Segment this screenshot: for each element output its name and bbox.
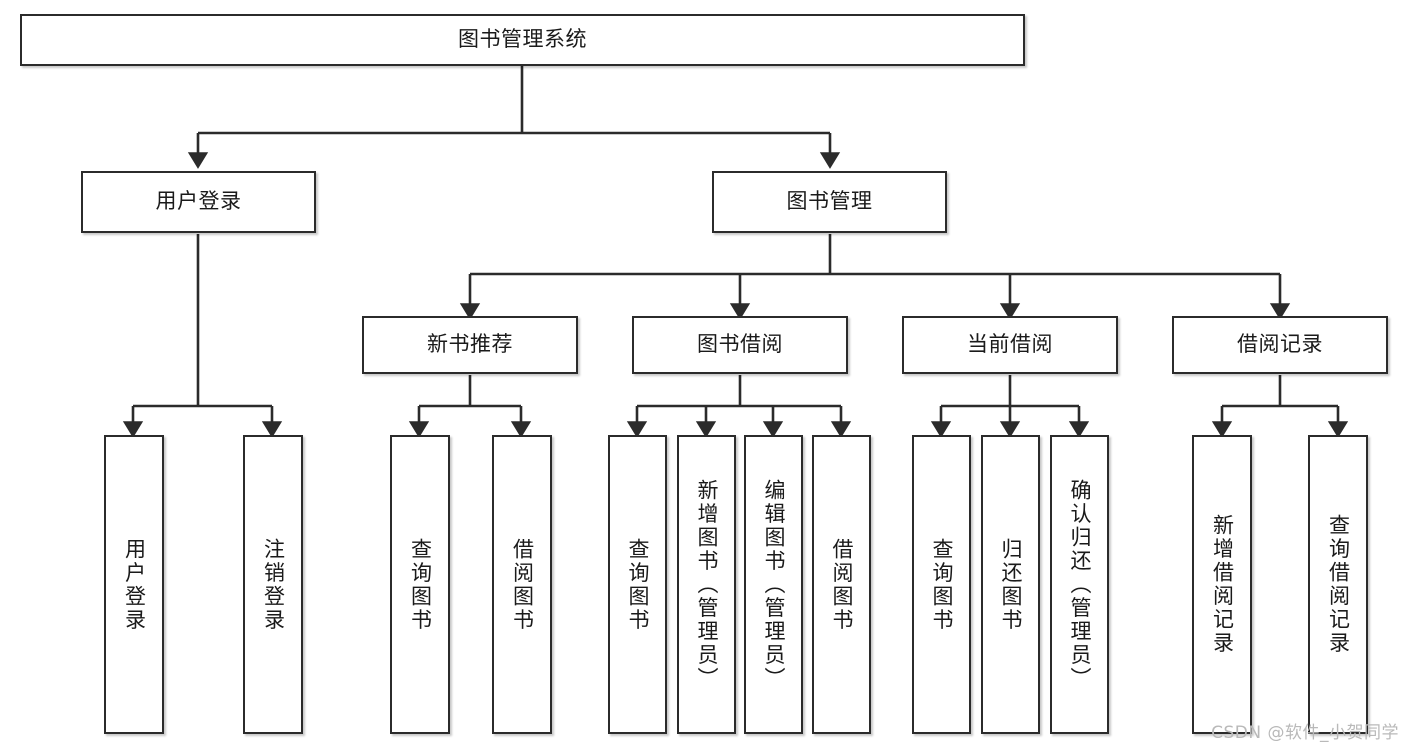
leaf-book-borrow-borrow[interactable]: 借阅图书 [812,435,871,734]
node-label: 借阅图书 [510,537,535,632]
node-label: 查询图书 [626,537,650,632]
node-label: 用户登录 [122,537,147,632]
node-book-borrow[interactable]: 图书借阅 [632,316,848,374]
node-label: 编辑图书（管理员） [762,478,786,691]
node-label: 新增借阅记录 [1210,514,1235,655]
leaf-new-book-borrow[interactable]: 借阅图书 [492,435,552,734]
node-label: 图书借阅 [697,332,783,357]
node-label: 借阅记录 [1237,332,1323,357]
node-label: 新书推荐 [427,332,513,357]
node-label: 新增图书（管理员） [695,478,719,691]
leaf-current-borrow-confirm-return[interactable]: 确认归还（管理员） [1050,435,1109,734]
node-root-system[interactable]: 图书管理系统 [20,14,1025,66]
leaf-user-login-login[interactable]: 用户登录 [104,435,164,734]
node-book-management[interactable]: 图书管理 [712,171,947,233]
node-label: 当前借阅 [967,332,1053,357]
leaf-user-login-logout[interactable]: 注销登录 [243,435,303,734]
node-label: 用户登录 [155,189,242,214]
node-borrow-record[interactable]: 借阅记录 [1172,316,1388,374]
leaf-book-borrow-edit[interactable]: 编辑图书（管理员） [744,435,803,734]
node-new-book-recommend[interactable]: 新书推荐 [362,316,578,374]
node-current-borrow[interactable]: 当前借阅 [902,316,1118,374]
node-label: 图书管理系统 [458,27,587,52]
node-label: 查询图书 [930,537,954,632]
node-label: 归还图书 [999,537,1023,632]
node-label: 图书管理 [786,189,873,214]
leaf-book-borrow-query[interactable]: 查询图书 [608,435,667,734]
leaf-book-borrow-add[interactable]: 新增图书（管理员） [677,435,736,734]
leaf-borrow-record-add[interactable]: 新增借阅记录 [1192,435,1252,734]
node-label: 确认归还（管理员） [1068,478,1092,691]
leaf-current-borrow-return[interactable]: 归还图书 [981,435,1040,734]
node-user-login[interactable]: 用户登录 [81,171,316,233]
leaf-current-borrow-query[interactable]: 查询图书 [912,435,971,734]
node-label: 注销登录 [261,537,286,632]
watermark-csdn: CSDN @软件_小贺同学 [1211,723,1399,743]
node-label: 查询借阅记录 [1326,514,1351,655]
leaf-borrow-record-query[interactable]: 查询借阅记录 [1308,435,1368,734]
node-label: 查询图书 [408,537,433,632]
node-label: 借阅图书 [830,537,854,632]
leaf-new-book-query[interactable]: 查询图书 [390,435,450,734]
